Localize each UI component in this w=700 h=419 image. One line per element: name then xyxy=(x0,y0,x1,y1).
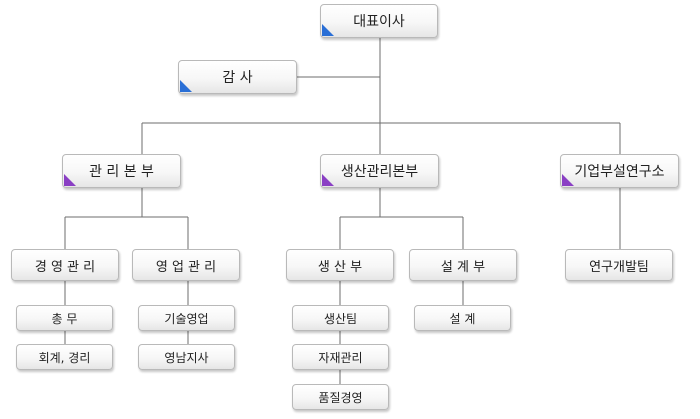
node-label: 자재관리 xyxy=(318,350,363,365)
node-management-division[interactable]: 관 리 본 부 xyxy=(62,154,181,188)
node-business-management[interactable]: 경 영 관 리 xyxy=(11,249,119,281)
node-general-affairs[interactable]: 총 무 xyxy=(16,305,113,331)
node-tech-sales[interactable]: 기술영업 xyxy=(138,305,235,331)
node-label: 품질경영 xyxy=(318,390,363,405)
node-label: 영 업 관 리 xyxy=(155,259,217,275)
corner-marker-icon xyxy=(180,80,192,92)
node-label: 기업부설연구소 xyxy=(574,164,665,180)
node-yeongnam-branch[interactable]: 영남지사 xyxy=(138,344,235,370)
node-production-dept[interactable]: 생 산 부 xyxy=(286,249,394,281)
node-label: 감 사 xyxy=(222,70,253,86)
node-label: 기술영업 xyxy=(164,311,209,326)
node-label: 회계, 경리 xyxy=(38,350,91,365)
node-ceo[interactable]: 대표이사 xyxy=(320,4,438,38)
node-label: 총 무 xyxy=(51,311,78,326)
node-sales-management[interactable]: 영 업 관 리 xyxy=(132,249,240,281)
node-accounting[interactable]: 회계, 경리 xyxy=(16,344,113,370)
node-label: 경 영 관 리 xyxy=(34,259,96,275)
node-label: 생산관리본부 xyxy=(340,164,419,180)
corner-marker-icon xyxy=(64,174,76,186)
node-label: 연구개발팀 xyxy=(589,259,649,275)
corner-marker-icon xyxy=(322,24,334,36)
node-production-team[interactable]: 생산팀 xyxy=(292,305,389,331)
node-auditor[interactable]: 감 사 xyxy=(178,60,297,94)
node-design-dept[interactable]: 설 계 부 xyxy=(409,249,517,281)
node-rnd-team[interactable]: 연구개발팀 xyxy=(565,249,673,281)
node-research-institute[interactable]: 기업부설연구소 xyxy=(560,154,679,188)
node-label: 대표이사 xyxy=(353,14,405,30)
node-label: 설 계 부 xyxy=(440,259,486,275)
node-label: 관 리 본 부 xyxy=(89,164,154,180)
node-design[interactable]: 설 계 xyxy=(414,305,511,331)
corner-marker-icon xyxy=(562,174,574,186)
node-label: 영남지사 xyxy=(164,350,209,365)
node-label: 생산팀 xyxy=(323,311,358,326)
node-quality[interactable]: 품질경영 xyxy=(292,384,389,410)
node-materials[interactable]: 자재관리 xyxy=(292,344,389,370)
node-label: 생 산 부 xyxy=(317,259,363,275)
corner-marker-icon xyxy=(322,174,334,186)
node-label: 설 계 xyxy=(449,311,476,326)
node-production-division[interactable]: 생산관리본부 xyxy=(320,154,439,188)
